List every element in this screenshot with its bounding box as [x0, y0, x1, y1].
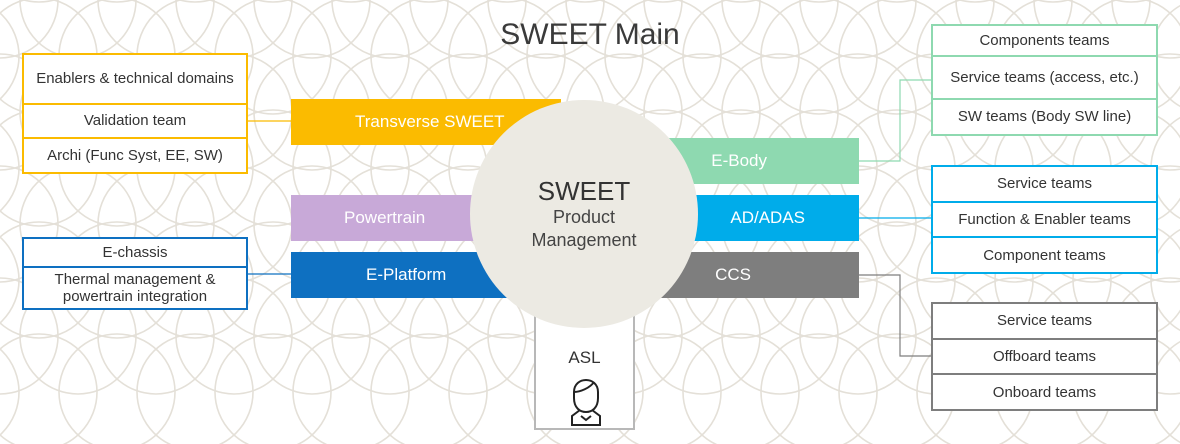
list-item: Onboard teams [933, 373, 1156, 409]
sweet-circle: SWEET Product Management [470, 100, 698, 328]
bar-eplatform: E-Platform [291, 252, 521, 298]
bar-transverse-label: Transverse SWEET [355, 112, 505, 131]
list-adas: Service teams Function & Enabler teams C… [931, 165, 1158, 274]
list-eplatform: E-chassis Thermal management & powertrai… [22, 237, 248, 310]
circle-line-2: Management [531, 230, 637, 250]
list-item: Thermal management & powertrain integrat… [24, 265, 246, 308]
circle-title: SWEET [537, 176, 631, 206]
bar-powertrain: Powertrain [291, 195, 491, 241]
list-item: SW teams (Body SW line) [933, 97, 1156, 134]
circle-line-1: Product [552, 207, 616, 227]
list-item: Function & Enabler teams [933, 200, 1156, 237]
bar-adas: AD/ADAS [672, 195, 859, 241]
list-item: Offboard teams [933, 337, 1156, 374]
list-ebody: Components teams Service teams (access, … [931, 24, 1158, 136]
list-item: Component teams [933, 236, 1156, 272]
bar-powertrain-label: Powertrain [344, 208, 426, 227]
list-item: Enablers & technical domains [36, 70, 234, 88]
connector-line [859, 274, 931, 357]
list-item: Service teams (access, etc.) [933, 54, 1156, 98]
bar-ccs-label: CCS [715, 265, 751, 284]
list-ccs: Service teams Offboard teams Onboard tea… [931, 302, 1158, 411]
bar-eplatform-label: E-Platform [366, 265, 447, 284]
connector-line [859, 79, 931, 162]
list-item: Service teams [996, 175, 1093, 193]
list-transverse: Enablers & technical domains Validation … [22, 53, 248, 174]
list-item: Components teams [979, 31, 1110, 49]
list-item: Validation team [24, 102, 246, 138]
asl-label: ASL [568, 348, 601, 367]
bar-adas-label: AD/ADAS [730, 208, 805, 227]
person-icon [571, 379, 601, 426]
bar-ebody: E-Body [662, 138, 859, 184]
list-item: E-chassis [102, 243, 168, 261]
bar-ebody-label: E-Body [711, 151, 767, 170]
page-title: SWEET Main [500, 18, 680, 51]
list-item: Archi (Func Syst, EE, SW) [24, 137, 246, 172]
list-item: Service teams [996, 312, 1093, 330]
